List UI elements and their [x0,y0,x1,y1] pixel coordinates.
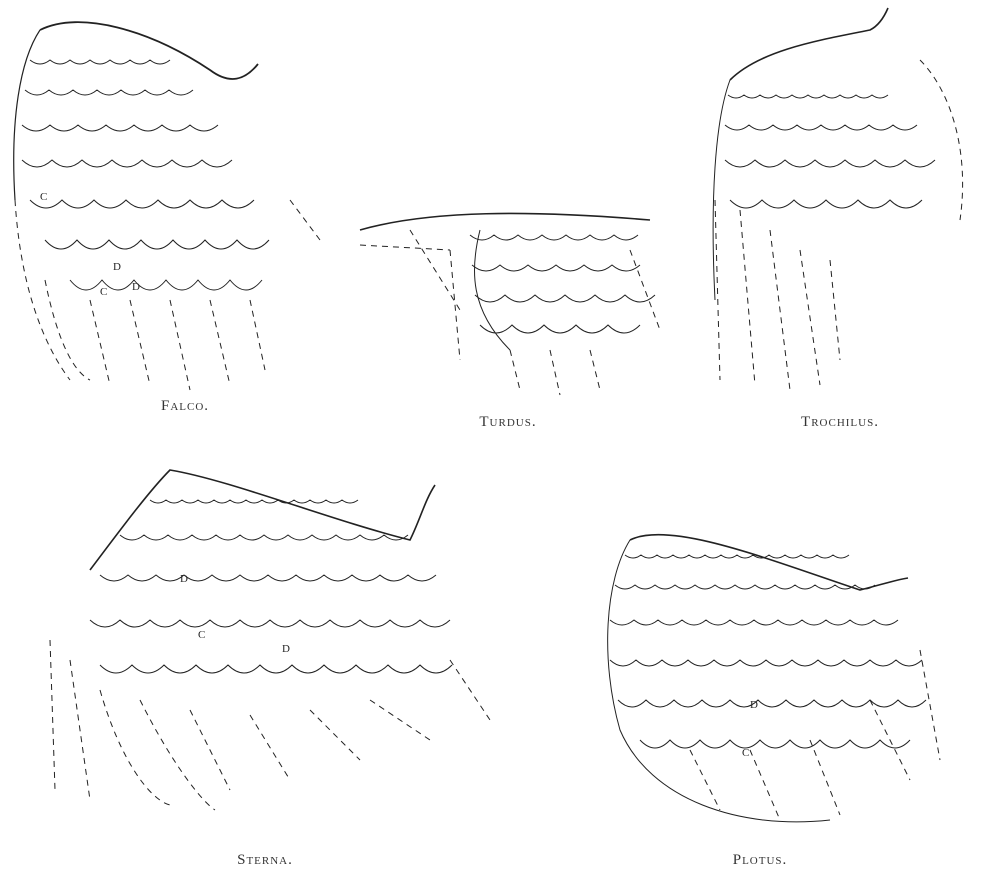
caption-turdus: Turdus. [479,414,536,431]
sterna-wing-drawing: D C D [30,460,510,840]
turdus-leading-edge [360,213,650,230]
caption-plotus: Plotus. [733,852,788,869]
plotus-flight-feathers [690,650,940,820]
plotus-label-c: C [742,747,749,759]
sterna-covert-rows [90,500,452,673]
caption-falco: Falco. [161,398,209,415]
turdus-wing-drawing [350,190,670,400]
trochilus-leading-edge [730,8,888,80]
falco-label-c-upper: C [40,191,47,203]
trochilus-covert-rows [725,95,935,208]
falco-covert-rows [22,60,269,290]
figure-plotus: D C [590,500,950,840]
falco-label-d-upper: D [113,261,121,273]
trochilus-wing-drawing [700,0,987,400]
sterna-label-d-upper: D [180,573,188,585]
sterna-label-c: C [198,629,205,641]
plotus-wing-drawing: D C [590,500,950,840]
turdus-flight-feathers [360,230,660,395]
figure-falco: C D C D [0,0,330,390]
falco-leading-edge [40,22,258,79]
trochilus-flight-feathers [715,60,963,390]
figure-sterna: D C D [30,460,510,840]
sterna-flight-feathers [50,640,490,810]
caption-trochilus: Trochilus. [801,414,879,431]
plotus-label-d: D [750,699,758,711]
figure-turdus [350,190,670,400]
plotus-leading-edge [630,535,908,590]
turdus-covert-rows [470,230,655,350]
falco-label-c-lower: C [100,286,107,298]
falco-label-d-lower: D [132,281,140,293]
sterna-label-d-lower: D [282,643,290,655]
falco-flight-feathers [15,200,320,390]
falco-wing-drawing: C D C D [0,0,330,390]
caption-sterna: Sterna. [237,852,293,869]
figure-trochilus [700,0,987,400]
plotus-covert-rows [610,555,926,748]
sterna-leading-edge [90,470,435,570]
